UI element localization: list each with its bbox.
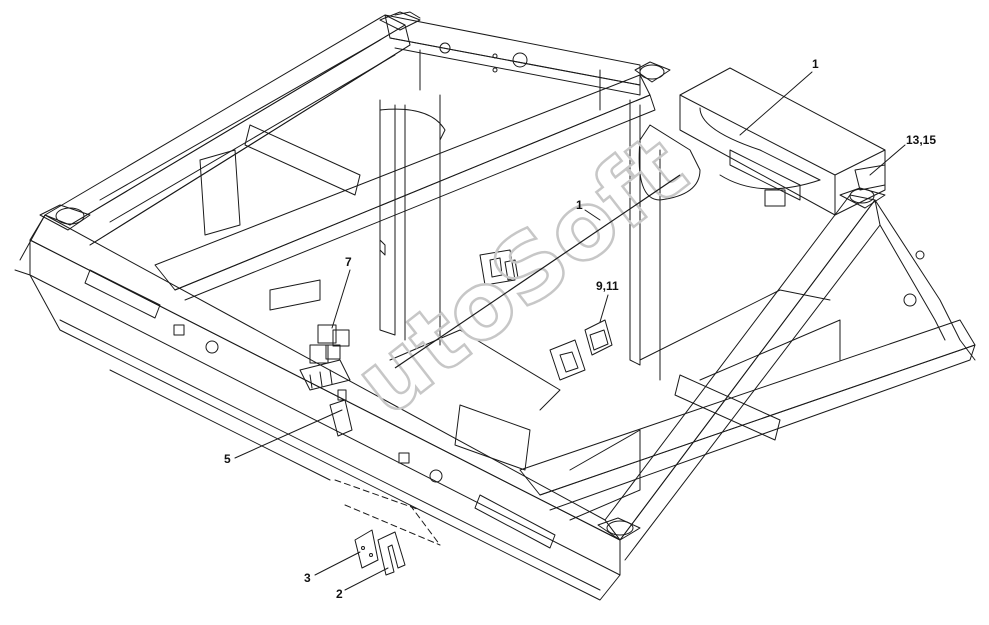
right-beam <box>604 194 976 561</box>
callout-5: 5 <box>224 452 231 466</box>
watermark: utoSoft <box>334 113 707 438</box>
assembly-lines <box>334 479 441 546</box>
relay-group-left <box>299 324 353 437</box>
leader-lines <box>234 71 906 591</box>
callout-9-11: 9,11 <box>596 279 619 293</box>
callout-3: 3 <box>304 571 311 585</box>
callout-7: 7 <box>345 255 352 269</box>
callout-1-center: 1 <box>576 198 583 212</box>
diagonal-braces <box>154 74 976 511</box>
left-beam <box>44 14 411 246</box>
relay-group-center <box>479 249 613 381</box>
corner-posts <box>39 11 886 541</box>
callout-1-cabinet: 1 <box>812 57 819 71</box>
cabinet-box <box>638 67 886 216</box>
watermark-text: utoSoft <box>336 114 706 436</box>
callout-13-15: 13,15 <box>906 133 936 147</box>
callout-labels: 1 1 13,15 7 9,11 5 3 2 <box>224 57 936 601</box>
callout-2: 2 <box>336 587 343 601</box>
rear-beam <box>384 11 641 111</box>
bracket-parts <box>354 529 406 576</box>
